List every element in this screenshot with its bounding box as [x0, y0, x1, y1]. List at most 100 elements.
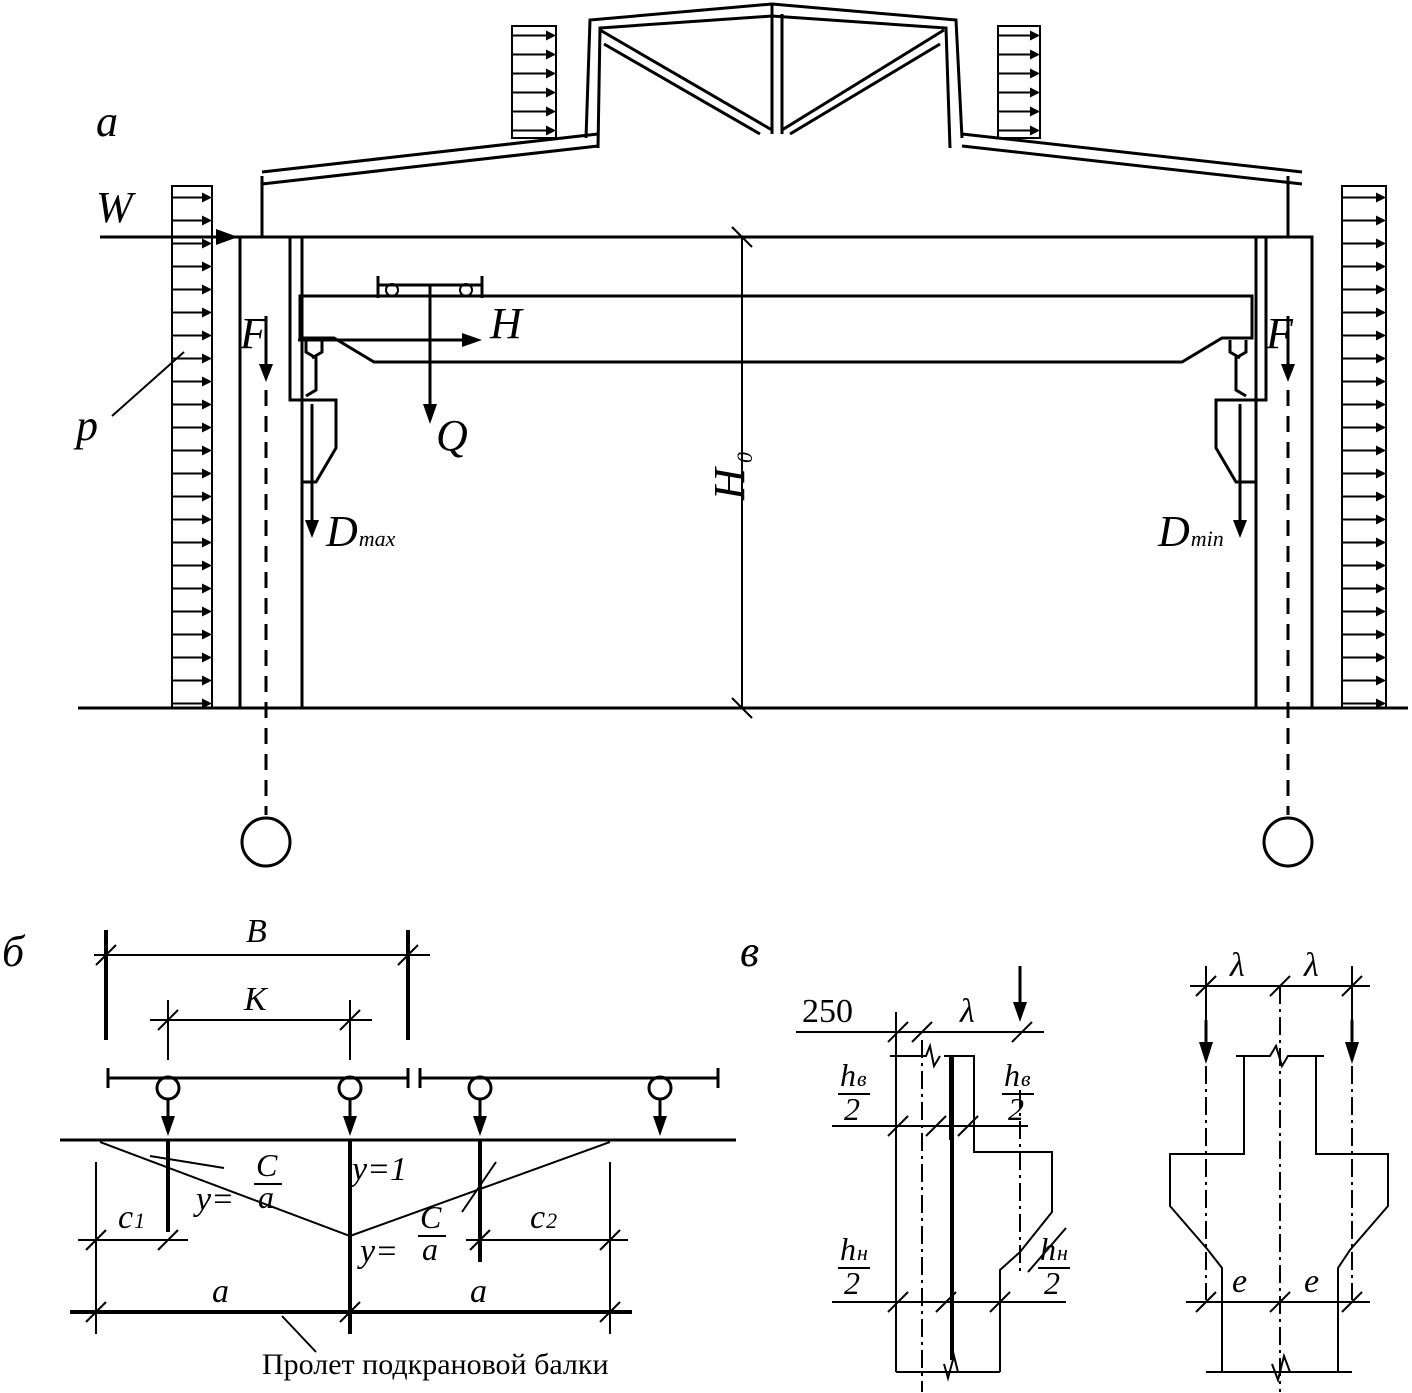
c1-label: c1: [118, 1199, 145, 1236]
col-top-break: [890, 1042, 941, 1069]
col-load-arrowhead: [1013, 1002, 1027, 1022]
base-k-label: K: [243, 981, 269, 1018]
svg-text:a: a: [422, 1231, 438, 1267]
wind-arrowhead: [202, 376, 212, 387]
wind-arrowhead: [1376, 353, 1386, 364]
lantern-ridge-post: [770, 4, 784, 134]
svg-text:hн: hн: [1040, 1231, 1068, 1267]
wind-arrowhead: [1030, 49, 1040, 60]
wind-arrowhead: [202, 215, 212, 226]
caption-leader: [281, 1315, 317, 1353]
wind-force-label: W: [96, 183, 136, 232]
e-tick-2: [1269, 1291, 1291, 1313]
hn-tick-2: [935, 1291, 957, 1313]
wind-arrowhead: [546, 87, 556, 98]
wind-arrowhead: [202, 284, 212, 295]
panel-b-label: б: [2, 927, 26, 976]
span-b-label: B: [246, 913, 267, 950]
hv-tick-1: [887, 1115, 909, 1137]
panel-v-column-step: в 250 λ hв 2: [740, 927, 1389, 1392]
wind-arrowhead: [1376, 698, 1386, 709]
wind-arrowhead: [1376, 307, 1386, 318]
c2-tick-left: [469, 1229, 491, 1251]
wind-arrowhead: [1030, 30, 1040, 41]
e-left-label: e: [1232, 1263, 1247, 1300]
distributed-load-label: p: [73, 401, 98, 450]
head-bottom-break: [1271, 1352, 1291, 1384]
wind-arrowhead: [202, 698, 212, 709]
wind-array-left-lantern-outline: [511, 25, 557, 139]
c1-tick-left: [85, 1229, 107, 1251]
wind-arrowhead: [202, 468, 212, 479]
wind-array-right-lantern-outline: [997, 25, 1041, 139]
wheel-load-arrowhead-4: [653, 1116, 667, 1136]
y-ratio-right-leader: [461, 1161, 497, 1213]
dmin-label: Dmin: [1157, 507, 1224, 556]
y-one-label: y=1: [349, 1151, 407, 1188]
wind-arrowhead: [1376, 468, 1386, 479]
wind-arrowhead: [1376, 238, 1386, 249]
panel-b-influence-line: б B K: [2, 913, 736, 1381]
a-tick-mid: [339, 1301, 361, 1323]
hv-tick-2: [925, 1115, 947, 1137]
wind-arrowhead: [1376, 537, 1386, 548]
crane-wheel-4: [647, 1075, 673, 1101]
e-tick-3: [1341, 1291, 1363, 1313]
a-tick-right: [599, 1301, 621, 1323]
svg-text:0: 0: [732, 452, 757, 463]
wind-arrowhead: [202, 261, 212, 272]
crane-load-label: Q: [436, 411, 468, 460]
dmax-arrowhead: [305, 520, 319, 538]
a-right-label: a: [470, 1273, 487, 1310]
wind-arrowhead: [202, 629, 212, 640]
wheel-load-arrowhead-2: [343, 1116, 357, 1136]
svg-text:2: 2: [1044, 1265, 1060, 1301]
right-force-arrowhead: [1281, 364, 1295, 382]
e-right-label: e: [1304, 1263, 1319, 1300]
height-tick-top: [731, 226, 753, 248]
wind-load-arrays: [171, 25, 1387, 709]
wind-arrowhead: [1376, 652, 1386, 663]
svg-text:H: H: [705, 466, 754, 501]
svg-text:y=: y=: [193, 1181, 234, 1218]
dim-250-tick-1: [887, 1021, 909, 1043]
crane-wheels: [155, 1075, 673, 1136]
wind-arrowhead: [1030, 68, 1040, 79]
head-top-break: [1244, 1043, 1316, 1069]
panel-a-frame: а H 0: [73, 2, 1408, 868]
wind-arrowhead: [1376, 445, 1386, 456]
svg-text:a: a: [258, 1179, 274, 1215]
wind-arrowhead: [1376, 261, 1386, 272]
svg-text:C: C: [256, 1147, 278, 1183]
wind-arrowhead: [1376, 560, 1386, 571]
roof-rafter: [261, 132, 1303, 186]
dim-250-tick-2: [911, 1021, 933, 1043]
svg-text:C: C: [420, 1199, 442, 1235]
dmax-label: Dmax: [325, 507, 396, 556]
crane-horizontal-arrowhead: [462, 333, 482, 347]
wind-arrowhead: [546, 30, 556, 41]
height-label: H 0: [705, 452, 757, 501]
left-foundation-circle: [240, 816, 292, 868]
wind-arrowhead: [546, 49, 556, 60]
dim-lambda-tick: [1011, 1021, 1033, 1043]
lambda-right-label: λ: [1303, 947, 1319, 984]
wind-arrowhead: [1376, 399, 1386, 410]
wind-arrowhead: [1376, 376, 1386, 387]
svg-text:hн: hн: [840, 1231, 868, 1267]
wind-arrowhead: [202, 192, 212, 203]
wheel-load-arrowhead-1: [161, 1116, 175, 1136]
head-outline-left: [1169, 1055, 1245, 1372]
wind-arrowhead: [202, 606, 212, 617]
svg-text:hв: hв: [840, 1057, 867, 1093]
wind-arrowhead: [202, 445, 212, 456]
wind-force-arrowhead: [216, 229, 238, 245]
crane-horizontal-label: H: [489, 299, 524, 348]
wind-arrowhead: [202, 514, 212, 525]
wind-arrowhead: [1376, 422, 1386, 433]
wind-arrowhead: [546, 68, 556, 79]
wind-array-left-wall-outline: [171, 185, 213, 709]
head-load-left-arrowhead: [1199, 1042, 1213, 1064]
